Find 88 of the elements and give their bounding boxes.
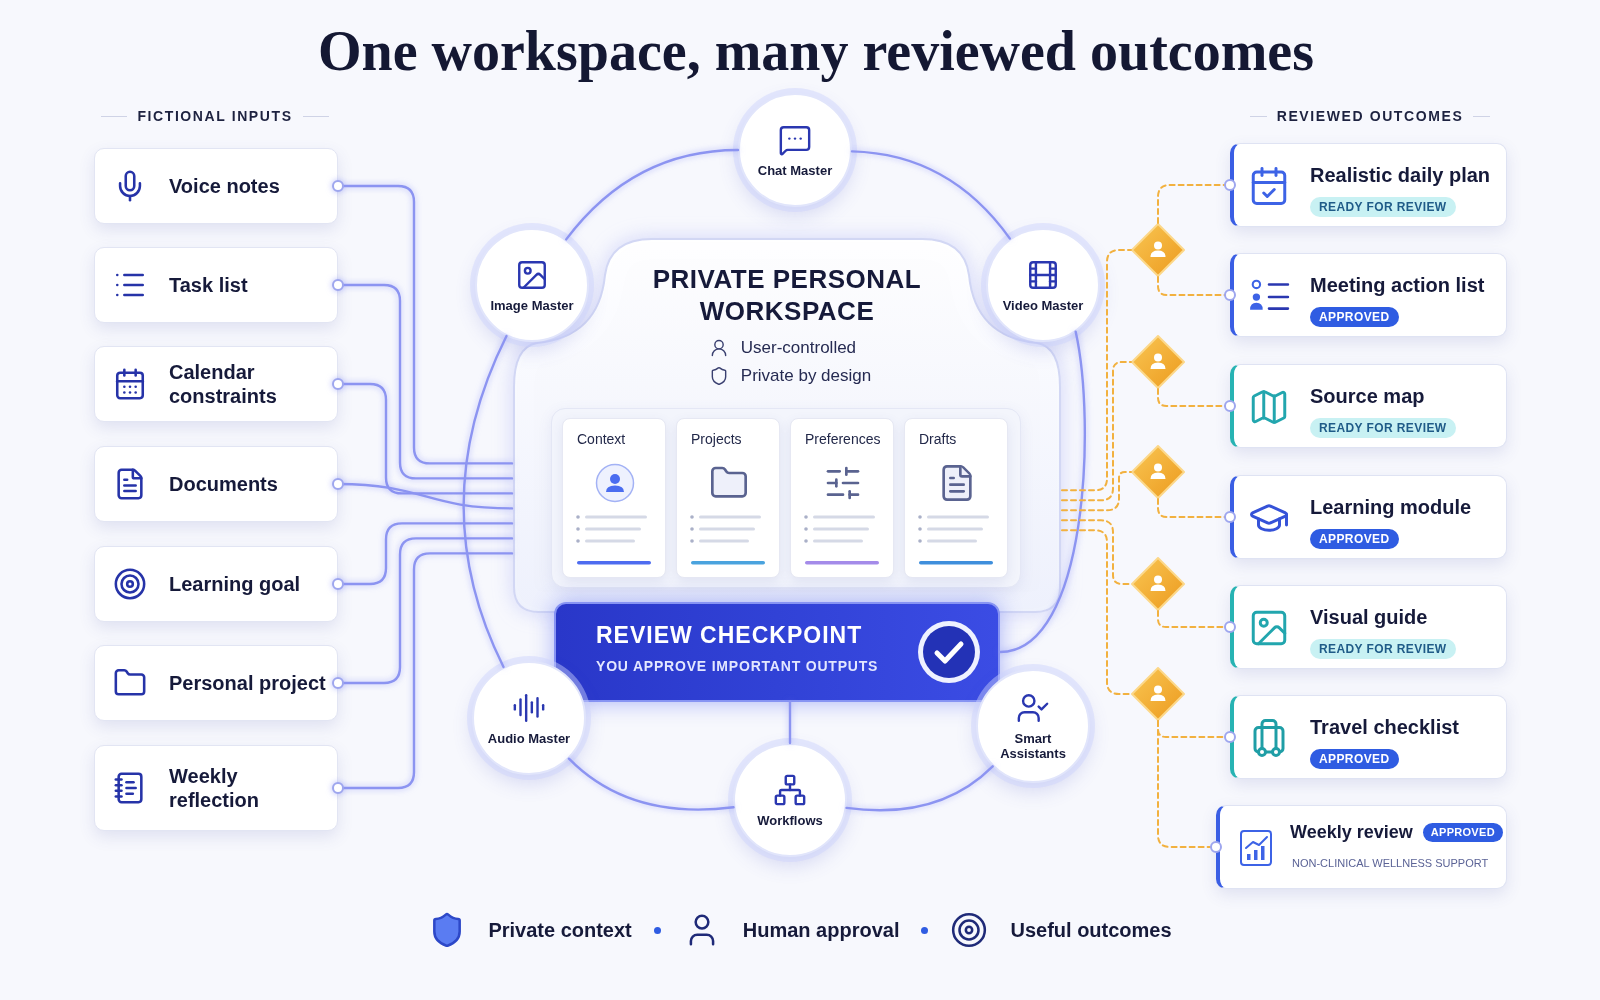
card-label: Preferences <box>805 431 881 448</box>
connector-line <box>845 765 994 812</box>
status-pill: APPROVED <box>1310 529 1399 549</box>
card-label: Context <box>577 431 626 448</box>
section-heading: FICTIONAL INPUTS <box>137 107 293 126</box>
footer-text: Useful outcomes <box>1010 918 1172 943</box>
status-pill: READY FOR REVIEW <box>1310 418 1456 438</box>
status-pill: READY FOR REVIEW <box>1310 639 1456 659</box>
module-label: Image Master <box>490 297 574 313</box>
dashed-connector <box>1061 519 1132 585</box>
category-card <box>790 418 894 578</box>
input-card <box>94 148 338 224</box>
dashed-connector <box>1061 361 1132 502</box>
input-card <box>94 247 338 323</box>
outcome-card <box>1230 695 1507 779</box>
card-label: Drafts <box>919 431 957 448</box>
card-title: Documents <box>169 472 279 496</box>
input-card <box>94 645 338 721</box>
connector-line <box>332 537 514 689</box>
status-pill: APPROVED <box>1310 307 1399 327</box>
approval-diamond <box>1131 557 1185 611</box>
approval-diamond <box>1131 335 1185 389</box>
card-label: Projects <box>691 431 742 448</box>
banner-subtitle: YOU APPROVE IMPORTANT OUTPUTS <box>596 657 879 675</box>
connector-line <box>332 180 514 465</box>
connector-line <box>332 522 514 590</box>
outcome-card <box>1230 364 1507 448</box>
card-title: Personal project <box>169 671 327 695</box>
feature-text: User-controlled <box>740 337 857 359</box>
status-pill: APPROVED <box>1422 822 1503 842</box>
status-pill: APPROVED <box>1310 749 1399 769</box>
input-card <box>94 446 338 522</box>
card-title: Weekly review <box>1290 821 1413 844</box>
approval-diamond <box>1131 223 1185 277</box>
dashed-connector <box>1157 720 1222 853</box>
connector-line <box>850 150 1012 240</box>
input-card <box>94 346 338 422</box>
feature-text: Private by design <box>740 365 872 387</box>
outcome-card <box>1230 253 1507 337</box>
connector-line <box>332 378 514 495</box>
outcome-card <box>1230 585 1507 669</box>
dashed-connector <box>1061 471 1132 512</box>
dashed-connector <box>1061 249 1132 492</box>
module-label: Smart Assistants <box>999 731 1067 761</box>
outcome-card <box>1230 475 1507 559</box>
dashed-connector <box>1061 529 1132 695</box>
approval-diamond <box>1131 667 1185 721</box>
module-label: Workflows <box>757 812 823 828</box>
card-title: Travel checklist <box>1310 715 1459 740</box>
module-label: Audio Master <box>487 730 571 746</box>
card-title: Weekly reflection <box>169 764 261 812</box>
connector-line <box>998 330 1086 654</box>
category-card <box>904 418 1008 578</box>
input-card <box>94 546 338 622</box>
card-title: Meeting action list <box>1310 273 1485 298</box>
connector-line <box>332 279 514 480</box>
card-title: Realistic daily plan <box>1310 163 1491 188</box>
connector-line <box>332 478 514 510</box>
card-title: Visual guide <box>1310 605 1428 630</box>
card-title: Task list <box>169 273 249 297</box>
workspace-title: PRIVATE PERSONAL WORKSPACE <box>651 263 923 327</box>
section-heading: REVIEWED OUTCOMES <box>1276 107 1464 126</box>
card-title: Voice notes <box>169 174 281 198</box>
category-card <box>562 418 666 578</box>
module-label: Chat Master <box>757 162 833 178</box>
approval-diamond <box>1131 445 1185 499</box>
input-card <box>94 745 338 831</box>
review-checkpoint-banner <box>554 602 1000 702</box>
category-card <box>676 418 780 578</box>
dashed-connector <box>1157 179 1236 224</box>
connector-line <box>565 148 740 241</box>
card-title: Learning module <box>1310 495 1472 520</box>
card-note: NON-CLINICAL WELLNESS SUPPORT <box>1292 856 1489 870</box>
footer-text: Private context <box>488 918 632 943</box>
footer-text: Human approval <box>742 918 900 943</box>
outcome-card <box>1216 805 1507 889</box>
card-title: Learning goal <box>169 572 302 596</box>
card-title: Calendar constraints <box>169 360 278 408</box>
diagram-title: One workspace, many reviewed outcomes <box>318 19 1314 84</box>
connector-line <box>788 700 792 745</box>
module-label: Video Master <box>1002 297 1084 313</box>
connector-line <box>462 334 508 669</box>
card-title: Source map <box>1310 384 1425 409</box>
outcome-card <box>1230 143 1507 227</box>
banner-title: REVIEW CHECKPOINT <box>596 621 863 649</box>
connector-line <box>567 757 735 811</box>
connector-line <box>332 552 514 794</box>
status-pill: READY FOR REVIEW <box>1310 197 1456 217</box>
